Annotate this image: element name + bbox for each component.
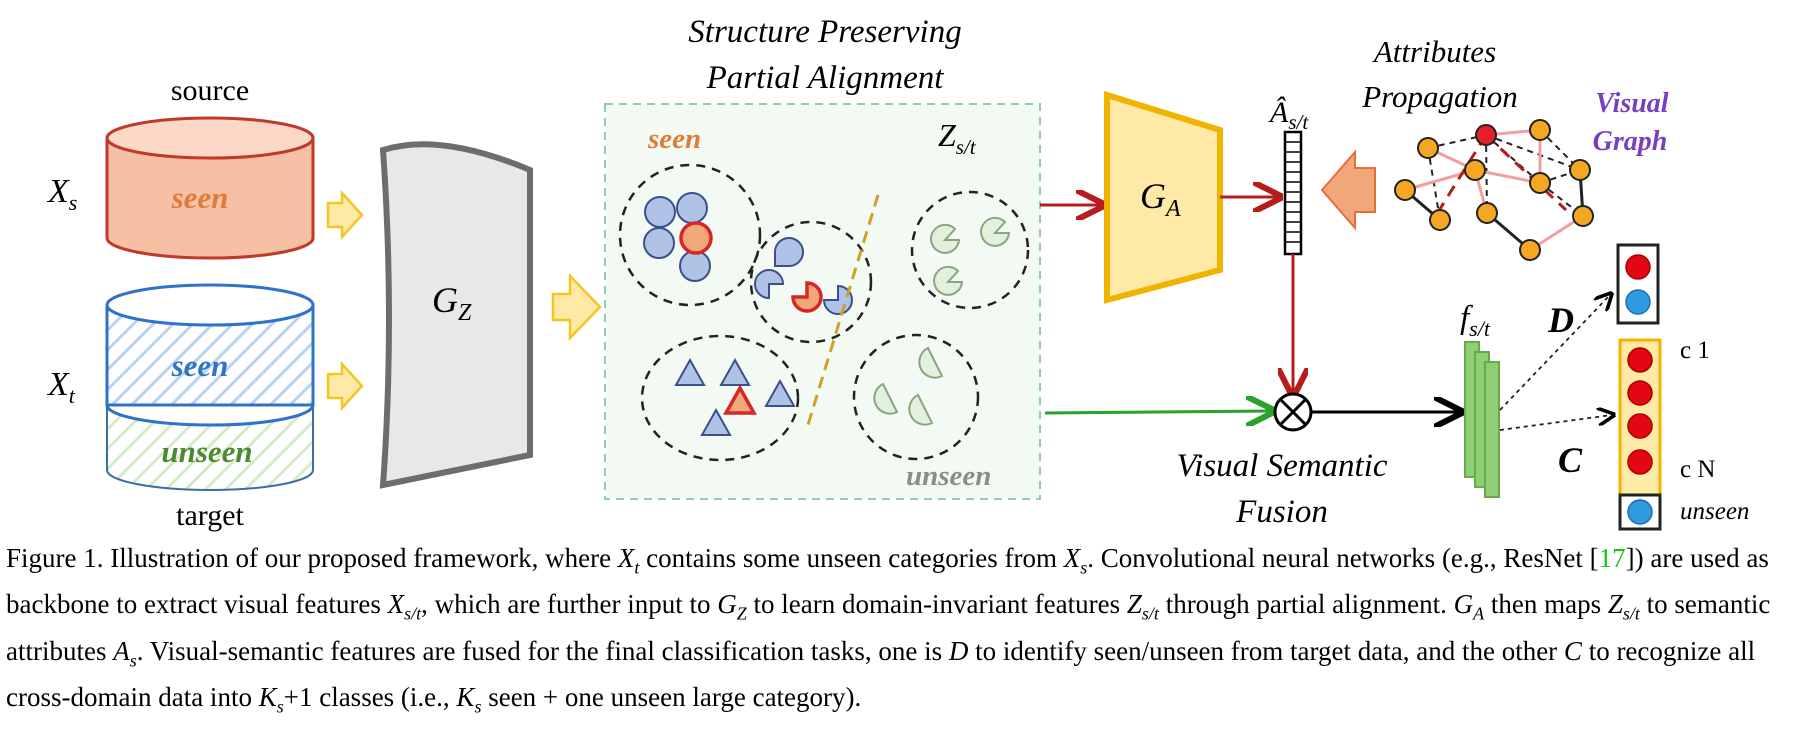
gz-output-arrow-icon (551, 272, 602, 342)
fst-feature-stack (1464, 341, 1500, 498)
target-label: target (176, 499, 244, 532)
seen-cluster-drops (749, 220, 873, 344)
attr-prop-line2: Propagation (1361, 79, 1518, 114)
c-label: C (1558, 440, 1583, 480)
ga-network (1104, 90, 1223, 304)
visual-graph (1394, 119, 1594, 261)
d-label: D (1547, 300, 1574, 340)
attr-prop-line1: Attributes (1372, 34, 1496, 69)
target-database (105, 283, 315, 491)
gz-network (379, 141, 533, 489)
cn-label: c N (1680, 456, 1715, 483)
unseen-cluster-top (910, 190, 1030, 310)
gz-label: GZ (432, 280, 472, 326)
figure-caption: Figure 1. Illustration of our proposed f… (6, 543, 1771, 717)
fst-label: fs/t (1460, 300, 1491, 341)
propagation-arrow-icon (1320, 149, 1376, 231)
fst-to-d-arrow (1499, 295, 1610, 411)
ga-label: GA (1140, 176, 1181, 222)
unseen-out-label: unseen (1680, 498, 1749, 525)
unseen-cluster-bottom (852, 333, 980, 461)
visual-graph-line2: Graph (1593, 126, 1668, 157)
vsf-line2: Fusion (1235, 494, 1328, 530)
c1-label: c 1 (1680, 337, 1710, 364)
source-label: source (171, 74, 249, 107)
xt-label: Xt (46, 366, 76, 408)
seen-cluster-circles (618, 163, 762, 307)
seen-target-label: seen (171, 348, 229, 383)
visual-to-fusion-arrow (1044, 411, 1270, 413)
zst-label: Zs/t (938, 117, 977, 159)
xs-label: Xs (46, 173, 77, 215)
fst-to-c-arrow (1499, 415, 1612, 431)
unseen-target-label: unseen (161, 434, 252, 469)
framework-diagram: source seen Xs seen unseen Xt target GZ … (46, 14, 1749, 532)
c-output (1618, 338, 1662, 531)
visual-graph-line1: Visual (1595, 88, 1668, 119)
d-output (1616, 243, 1660, 325)
citation-link[interactable]: 17 (1598, 543, 1626, 573)
source-database (105, 116, 315, 260)
vsf-line1: Visual Semantic (1176, 448, 1387, 484)
fusion-operator-icon (1273, 392, 1313, 432)
seen-cluster-triangles (640, 334, 800, 462)
spa-title-line2: Partial Alignment (706, 60, 945, 96)
seen-source-label: seen (171, 180, 229, 215)
panel-unseen-label: unseen (906, 460, 991, 492)
spa-title-line1: Structure Preserving (688, 14, 961, 50)
ahat-label: Âs/t (1268, 96, 1309, 134)
panel-seen-label: seen (647, 123, 701, 155)
attribute-vector (1283, 130, 1303, 256)
target-arrow-icon (326, 360, 364, 412)
source-arrow-icon (326, 189, 364, 241)
seen-unseen-separator (806, 194, 880, 426)
